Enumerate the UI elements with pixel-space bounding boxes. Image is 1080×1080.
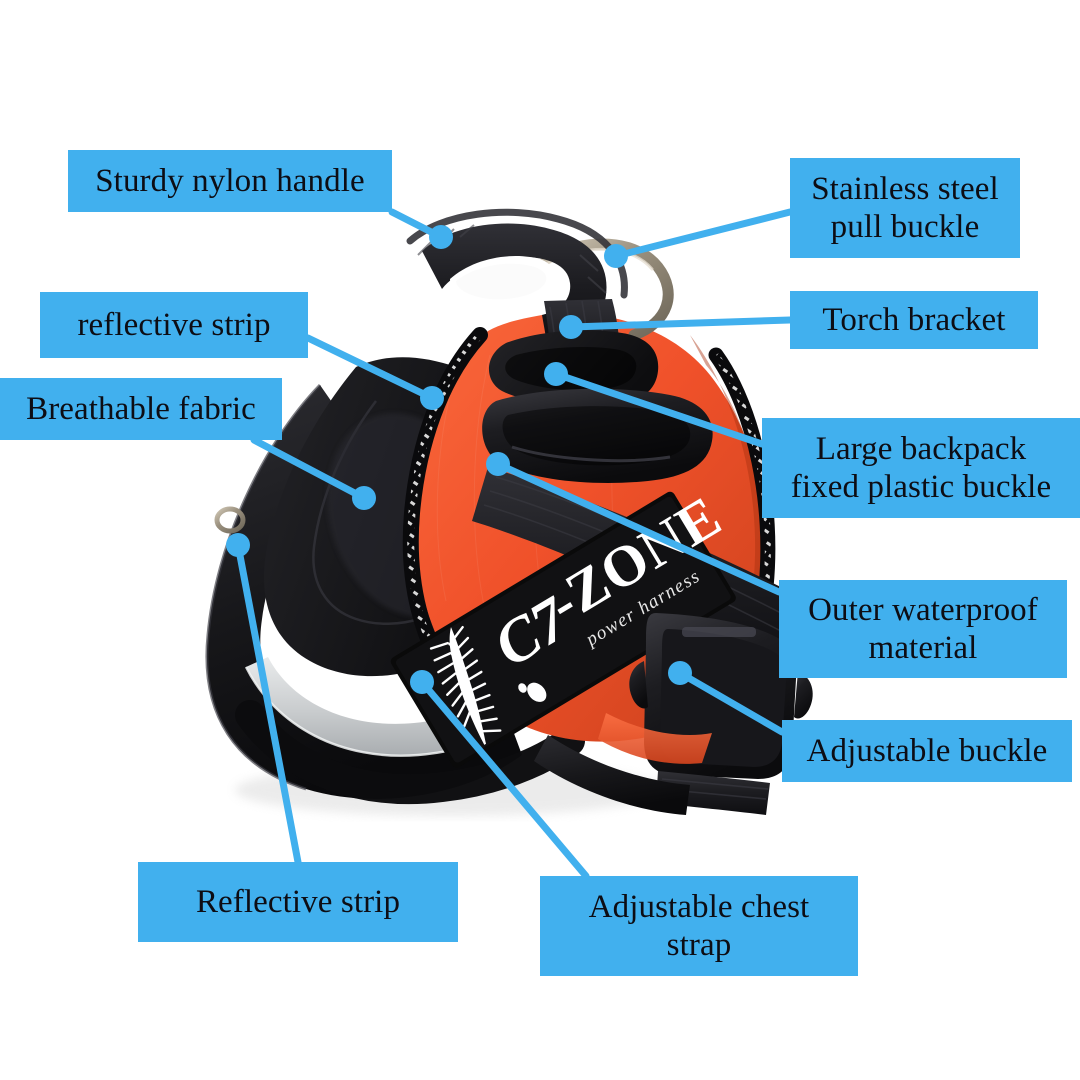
side-d-ring xyxy=(214,506,246,534)
callout-reflective-strip-upper[interactable]: reflective strip xyxy=(40,292,308,358)
callout-reflective-strip-lower[interactable]: Reflective strip xyxy=(138,862,458,942)
callout-outer-waterproof-material[interactable]: Outer waterproof material xyxy=(779,580,1067,678)
callout-large-backpack-fixed-plastic-buckle[interactable]: Large backpack fixed plastic buckle xyxy=(762,418,1080,518)
callout-sturdy-nylon-handle[interactable]: Sturdy nylon handle xyxy=(68,150,392,212)
callout-torch-bracket[interactable]: Torch bracket xyxy=(790,291,1038,349)
callout-adjustable-buckle[interactable]: Adjustable buckle xyxy=(782,720,1072,782)
callout-adjustable-chest-strap[interactable]: Adjustable chest strap xyxy=(540,876,858,976)
callout-stainless-steel-pull-buckle[interactable]: Stainless steel pull buckle xyxy=(790,158,1020,258)
large-fixed-plastic-buckle xyxy=(482,388,713,483)
lower-orange-tab xyxy=(598,713,712,764)
callout-breathable-fabric[interactable]: Breathable fabric xyxy=(0,378,282,440)
